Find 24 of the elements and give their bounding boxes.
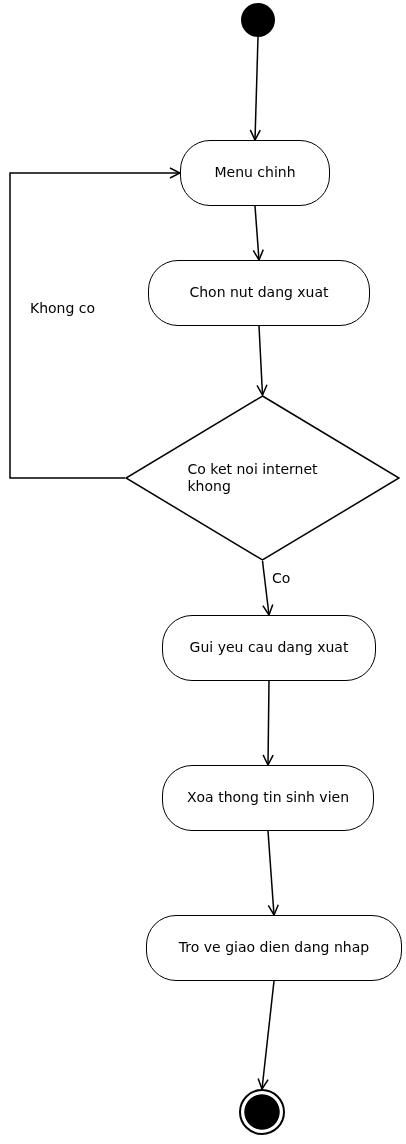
action-box: [180, 140, 330, 206]
action-box: [162, 765, 374, 831]
initial-node: [241, 3, 275, 37]
action-label: Xoa thong tin sinh vien: [186, 789, 350, 807]
final-node: [239, 1089, 285, 1135]
arrow: [256, 325, 268, 396]
arrow: [267, 830, 279, 916]
action-label: Tro ve giao dien dang nhap: [178, 939, 370, 957]
decision-diamond: [125, 395, 400, 561]
action-label: Menu chinh: [214, 164, 296, 182]
arrow: [261, 560, 274, 616]
edge-label: Co: [270, 570, 293, 586]
arrow: [9, 167, 181, 479]
arrow: [249, 36, 262, 141]
arrow: [257, 980, 275, 1090]
action-box: [148, 260, 370, 326]
edge-label: Khong co: [28, 300, 98, 316]
action-box: [162, 615, 376, 681]
arrow: [252, 205, 264, 261]
action-label: Gui yeu cau dang xuat: [189, 639, 349, 657]
arrow: [262, 680, 274, 766]
decision-label: Co ket noi internet khong: [187, 460, 319, 496]
action-box: [146, 915, 402, 981]
action-label: Chon nut dang xuat: [189, 284, 329, 302]
